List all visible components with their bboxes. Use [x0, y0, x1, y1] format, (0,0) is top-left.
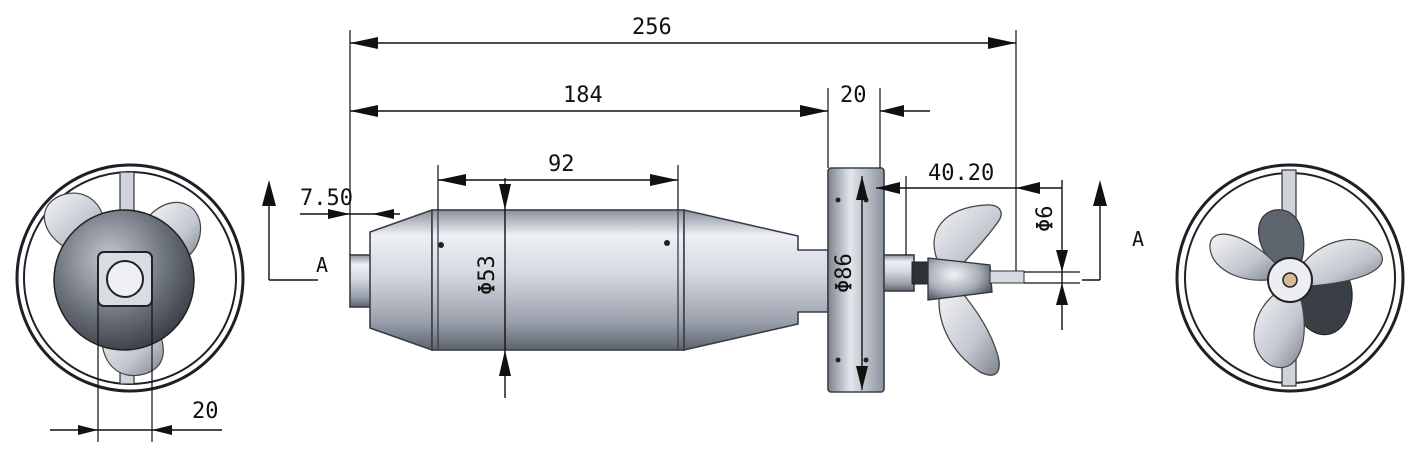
right-blade-3: [1253, 289, 1305, 368]
left-dim-arrow-2: [152, 425, 172, 435]
shaft-extension-label: 40.20: [928, 161, 994, 186]
arrow-40-20-right: [1016, 182, 1040, 194]
prop-blade-lower: [938, 287, 1000, 376]
arrow-phi6-top: [1056, 250, 1068, 272]
left-end-view: 20: [15, 163, 245, 442]
arrow-7-50-right: [372, 209, 394, 219]
overall-length-label: 256: [632, 15, 672, 40]
arrow-92-left: [438, 174, 466, 186]
arrow-phi86-bottom: [856, 366, 868, 390]
main-cylinder: [431, 209, 685, 351]
rear-taper: [369, 208, 433, 352]
section-arrow-right: [1093, 180, 1107, 206]
section-label-right: A: [1132, 227, 1144, 251]
arrow-phi53-top: [499, 184, 511, 210]
prop-blade-upper: [933, 204, 1002, 273]
body-length-label: 184: [563, 83, 603, 108]
end-view-width-label: 20: [192, 399, 219, 424]
arrow-flange-right: [880, 105, 904, 117]
screw-1: [438, 242, 444, 248]
section-arrow-left: [262, 180, 276, 206]
prop-hub: [927, 257, 993, 301]
left-dim-arrow-1: [78, 425, 98, 435]
nose-offset-label: 7.50: [300, 186, 353, 211]
flange-bolt-4: [863, 357, 869, 363]
flange-bolt-3: [835, 357, 841, 363]
rear-cap: [349, 254, 373, 308]
right-blade-2: [1299, 238, 1383, 287]
arrow-256-left: [350, 37, 378, 49]
flange-bolt-1: [835, 197, 841, 203]
arrow-184-left: [350, 105, 378, 117]
screw-2: [664, 240, 670, 246]
output-shaft: [989, 270, 1025, 284]
right-end-view: [1175, 163, 1405, 393]
right-shaft-end: [1282, 272, 1298, 288]
side-view: A 256 184: [262, 15, 1144, 398]
body-diameter-label: Φ53: [475, 255, 500, 295]
shaft-collar: [883, 254, 915, 292]
arrow-256-right: [988, 37, 1016, 49]
flange-diameter-label: Φ86: [832, 253, 857, 293]
arrow-92-right: [650, 174, 678, 186]
shaft-diameter-label: Φ6: [1033, 206, 1058, 233]
flange-width-label: 20: [840, 83, 867, 108]
right-blade-1: [1258, 209, 1305, 273]
cylinder-length-label: 92: [548, 152, 575, 177]
front-taper: [683, 208, 829, 352]
arrow-184-right: [800, 105, 828, 117]
right-blade-4: [1209, 233, 1281, 281]
arrow-40-20-left: [876, 182, 900, 194]
arrow-phi86-top: [856, 176, 868, 200]
section-label-left: A: [316, 253, 328, 277]
left-duct-outer-ring: [15, 163, 245, 393]
shaft-bushing: [911, 261, 931, 285]
left-center-bore: [106, 260, 144, 298]
arrow-phi6-bottom: [1056, 283, 1068, 305]
arrow-phi53-bottom: [499, 350, 511, 376]
arrow-7-50-left: [328, 209, 350, 219]
right-duct-outer-ring: [1175, 163, 1405, 393]
